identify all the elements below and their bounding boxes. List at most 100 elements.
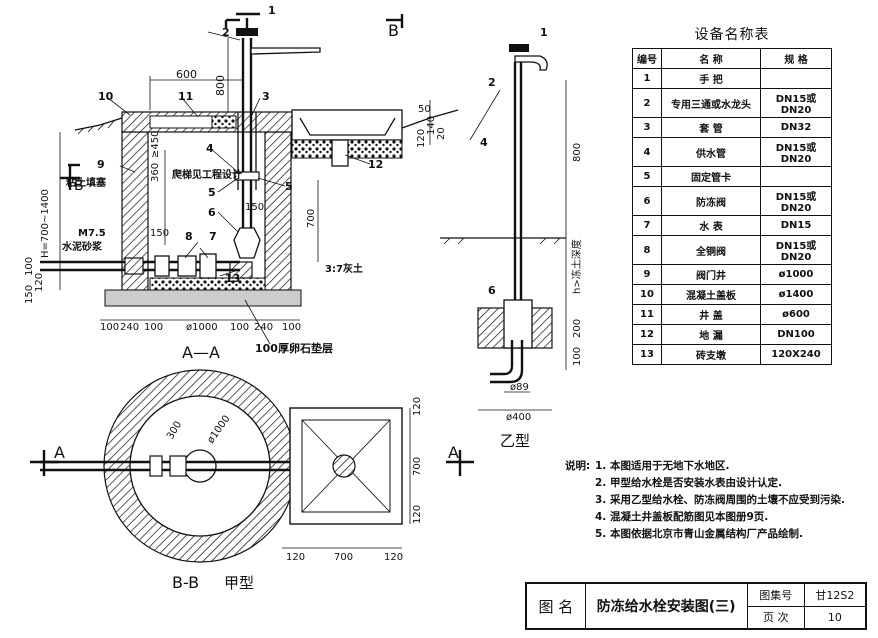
equipment-table-title: 设备名称表 bbox=[694, 27, 770, 43]
yi-dim-200: 200 bbox=[572, 319, 583, 338]
cut-marker-a-left: A bbox=[54, 443, 65, 462]
plan-dim-120b: 120 bbox=[384, 552, 403, 563]
well-wall-right bbox=[264, 131, 292, 291]
water-meter bbox=[177, 255, 197, 277]
gravel-bed-label: 100厚卵石垫层 bbox=[255, 341, 333, 355]
dim-120: 120 bbox=[416, 129, 427, 148]
antifreeze-valve bbox=[233, 227, 261, 259]
plan-dim-700b: 700 bbox=[412, 457, 423, 476]
floor-drain bbox=[331, 139, 349, 167]
callout-7: 7 bbox=[209, 230, 217, 243]
callout-12: 12 bbox=[368, 158, 383, 171]
callout-1: 1 bbox=[268, 4, 276, 17]
page-label: 页 次 bbox=[748, 606, 805, 628]
dim-700: 700 bbox=[306, 209, 317, 228]
table-cell: 120X240 bbox=[760, 344, 832, 365]
table-cell: 5 bbox=[632, 166, 662, 187]
dim-600: 600 bbox=[176, 68, 197, 81]
table-cell: DN15或DN20 bbox=[760, 186, 832, 216]
title-name-label: 图 名 bbox=[527, 584, 586, 628]
dim-450: ≥450 bbox=[150, 131, 161, 158]
bottom-100d: 100 bbox=[282, 322, 301, 333]
dim-50: 50 bbox=[418, 104, 431, 115]
bottom-100c: 100 bbox=[230, 322, 249, 333]
section-aa-view: 2 600 800 10 11 3 ≥450 360 9 4 爬梯见工程设计 5… bbox=[24, 4, 459, 362]
table-cell: 地 漏 bbox=[661, 324, 761, 345]
callout-3: 3 bbox=[262, 90, 270, 103]
table-cell: 8 bbox=[632, 235, 662, 265]
yi-antifreeze-valve bbox=[503, 299, 533, 349]
bottom-240b: 240 bbox=[254, 322, 273, 333]
table-cell: 10 bbox=[632, 284, 662, 305]
lime-soil-label: 3:7灰土 bbox=[325, 262, 363, 275]
plan-bb-title: B-B bbox=[172, 573, 199, 592]
dim-140: 140 bbox=[426, 116, 437, 135]
table-cell: 水 表 bbox=[661, 215, 761, 236]
dim-800: 800 bbox=[214, 75, 227, 96]
depth-h: H=700~1400 bbox=[40, 189, 51, 258]
plan-dim-120d: 120 bbox=[412, 505, 423, 524]
table-cell: DN100 bbox=[760, 324, 832, 345]
cut-marker-b-left: B bbox=[74, 178, 84, 194]
yi-handle bbox=[509, 44, 529, 52]
clay-plug-label: 粘土填塞 bbox=[66, 176, 107, 189]
cut-marker-a-right: A bbox=[448, 443, 459, 462]
table-cell: 井 盖 bbox=[661, 304, 761, 325]
yi-spout bbox=[514, 55, 548, 71]
callout-9: 9 bbox=[97, 158, 105, 171]
drawing-title: 防冻给水栓安装图(三) bbox=[586, 584, 748, 628]
table-cell: 6 bbox=[632, 186, 662, 216]
notes-block: 说明: 1. 本图适用于无地下水地区.2. 甲型给水栓是否安装水表由设计认定.3… bbox=[565, 458, 870, 543]
table-cell: 12 bbox=[632, 324, 662, 345]
table-cell: 防冻阀 bbox=[661, 186, 761, 216]
pipe-clamp bbox=[234, 171, 260, 181]
bottom-100b: 100 bbox=[144, 322, 163, 333]
table-cell: DN15或DN20 bbox=[760, 235, 832, 265]
yi-frost-depth: h>冻土深度 bbox=[570, 239, 583, 294]
table-cell: DN15或DN20 bbox=[760, 88, 832, 118]
yi-phi400: ø400 bbox=[506, 412, 531, 423]
table-cell bbox=[760, 166, 832, 187]
section-aa-title: A—A bbox=[182, 343, 220, 362]
table-cell: 固定管卡 bbox=[661, 166, 761, 187]
callout-10: 10 bbox=[98, 90, 114, 103]
callout-13: 13 bbox=[225, 272, 240, 285]
table-cell: 4 bbox=[632, 137, 662, 167]
dim-100a: 100 bbox=[24, 257, 35, 276]
type-yi-title: 乙型 bbox=[500, 432, 530, 450]
type-yi-view: 1 2 4 6 800 h>冻土深度 200 100 ø89 ø400 乙型 bbox=[440, 26, 583, 450]
plan-dim-120a: 120 bbox=[286, 552, 305, 563]
callout-2: 2 bbox=[222, 26, 230, 39]
table-header-cell: 编号 bbox=[632, 48, 662, 69]
table-cell: 套 管 bbox=[661, 117, 761, 138]
bottom-240a: 240 bbox=[120, 322, 139, 333]
callout-8: 8 bbox=[185, 230, 193, 243]
notes-list: 1. 本图适用于无地下水地区.2. 甲型给水栓是否安装水表由设计认定.3. 采用… bbox=[595, 458, 845, 543]
table-cell: 9 bbox=[632, 264, 662, 285]
page-number: 10 bbox=[827, 610, 842, 624]
yi-callout-4: 4 bbox=[480, 136, 488, 149]
atlas-label: 图集号 bbox=[748, 584, 805, 606]
yi-phi89: ø89 bbox=[510, 382, 529, 393]
plan-dim-700a: 700 bbox=[334, 552, 353, 563]
well-base bbox=[104, 289, 302, 307]
table-cell: 全铜阀 bbox=[661, 235, 761, 265]
table-cell: 2 bbox=[632, 88, 662, 118]
table-cell: DN15或DN20 bbox=[760, 137, 832, 167]
plan-bb-view: 300 ø1000 120 700 120 120 700 120 A A B-… bbox=[30, 369, 474, 592]
yi-dim-100: 100 bbox=[572, 347, 583, 366]
dim-150c: 150 bbox=[24, 285, 35, 304]
copper-valve bbox=[154, 255, 170, 277]
table-cell: DN32 bbox=[760, 117, 832, 138]
dim-150a: 150 bbox=[245, 202, 264, 213]
table-cell: 供水管 bbox=[661, 137, 761, 167]
